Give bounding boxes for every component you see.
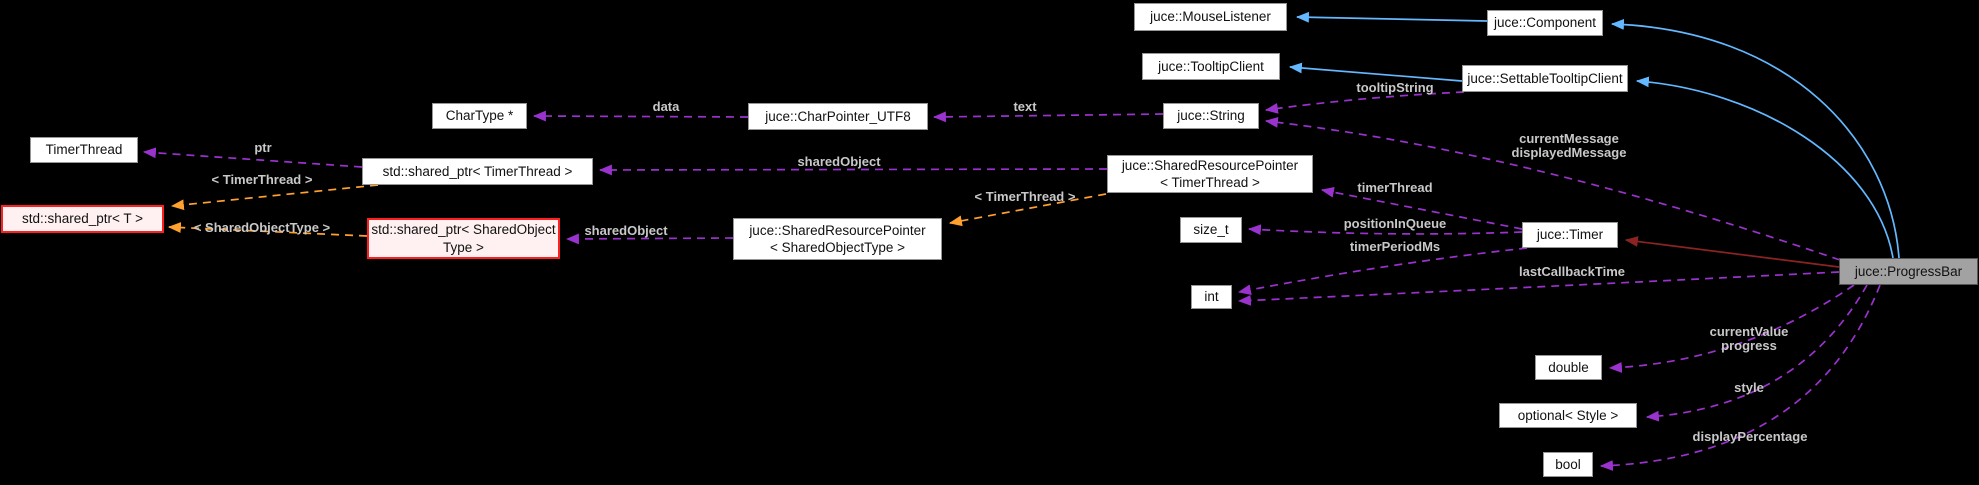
edge-label-template-sharedobjecttype: < SharedObjectType > bbox=[193, 219, 331, 235]
edge-template-timerthread-1 bbox=[170, 184, 379, 211]
node-chartype-ptr: CharType * bbox=[432, 103, 527, 129]
edge-text bbox=[932, 111, 1164, 123]
node-juce-charpointer-utf8[interactable]: juce::CharPointer_UTF8 bbox=[748, 103, 928, 130]
edge-label-current-message: currentMessage displayedMessage bbox=[1511, 130, 1627, 160]
edge-label-template-timerthread-1: < TimerThread > bbox=[211, 171, 313, 187]
edge-label-timer-period-ms: timerPeriodMs bbox=[1349, 238, 1441, 254]
edge-label-template-timerthread-2: < TimerThread > bbox=[974, 188, 1076, 204]
edge-label-text: text bbox=[1013, 98, 1037, 114]
edge-timer-period-ms bbox=[1237, 247, 1528, 296]
edge-label-shared-object-2: sharedObject bbox=[584, 222, 668, 238]
edge-component-mouselistener bbox=[1295, 11, 1488, 23]
node-juce-settabletooltipclient[interactable]: juce::SettableTooltipClient bbox=[1462, 65, 1628, 92]
node-bool: bool bbox=[1543, 452, 1593, 477]
edge-data bbox=[532, 110, 749, 122]
edge-label-data: data bbox=[652, 98, 680, 114]
node-optional-style: optional< Style > bbox=[1499, 403, 1637, 428]
node-juce-timer[interactable]: juce::Timer bbox=[1522, 222, 1618, 248]
node-juce-mouselistener[interactable]: juce::MouseListener bbox=[1134, 3, 1287, 31]
edge-progressbar-timer bbox=[1624, 236, 1840, 268]
node-juce-component[interactable]: juce::Component bbox=[1487, 10, 1603, 36]
edge-label-last-callback-time: lastCallbackTime bbox=[1519, 263, 1625, 279]
node-double: double bbox=[1535, 355, 1602, 380]
edge-shared-object-1 bbox=[598, 164, 1108, 176]
edge-ptr bbox=[142, 147, 363, 168]
edge-label-current-value: currentValue progress bbox=[1709, 323, 1789, 353]
node-std-shared-ptr-timerthread: std::shared_ptr< TimerThread > bbox=[362, 158, 593, 185]
edge-shared-object-2 bbox=[565, 233, 734, 245]
edge-progressbar-settabletooltipclient bbox=[1635, 76, 1894, 259]
edge-label-timer-thread: timerThread bbox=[1357, 179, 1433, 195]
node-size-t: size_t bbox=[1180, 217, 1242, 243]
node-juce-sharedresourcepointer-sharedobjecttype[interactable]: juce::SharedResourcePointer < SharedObje… bbox=[733, 218, 942, 260]
edge-label-style: style bbox=[1734, 379, 1764, 395]
edge-label-display-percentage: displayPercentage bbox=[1692, 428, 1808, 444]
node-juce-progressbar: juce::ProgressBar bbox=[1839, 258, 1978, 285]
edge-label-tooltip-string: tooltipString bbox=[1356, 79, 1434, 95]
node-timerthread[interactable]: TimerThread bbox=[30, 137, 138, 163]
node-int: int bbox=[1191, 285, 1232, 309]
node-std-shared-ptr-t: std::shared_ptr< T > bbox=[1, 205, 164, 233]
edge-label-shared-object-1: sharedObject bbox=[797, 153, 881, 169]
node-juce-tooltipclient[interactable]: juce::TooltipClient bbox=[1142, 53, 1280, 80]
node-std-shared-ptr-sharedobjecttype: std::shared_ptr< SharedObject Type > bbox=[367, 218, 560, 259]
edge-label-position-in-queue: positionInQueue bbox=[1343, 215, 1447, 231]
node-juce-sharedresourcepointer-timerthread[interactable]: juce::SharedResourcePointer < TimerThrea… bbox=[1107, 155, 1313, 193]
node-juce-string[interactable]: juce::String bbox=[1163, 103, 1259, 129]
edge-settabletooltipclient-tooltipclient bbox=[1288, 62, 1463, 82]
edge-progressbar-component bbox=[1610, 18, 1900, 259]
edge-label-ptr: ptr bbox=[254, 139, 272, 155]
